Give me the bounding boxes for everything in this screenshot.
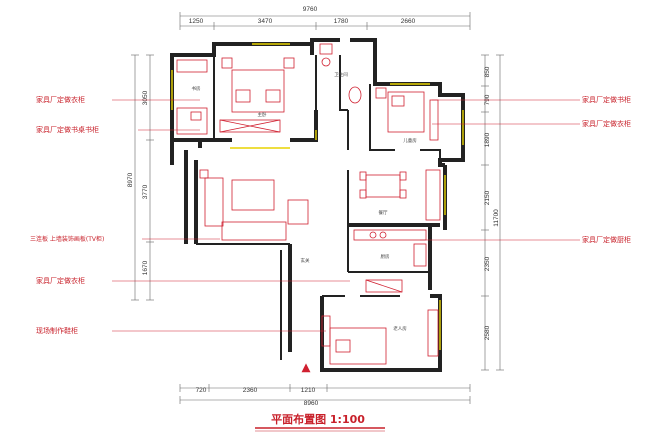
right-seg-6-dim: 2580 — [484, 325, 491, 340]
room-label-kitchen: 厨房 — [381, 253, 390, 260]
child-wardrobe — [429, 99, 439, 141]
furniture — [176, 43, 441, 365]
callout-left-4: 家具厂定做衣柜 — [36, 276, 85, 285]
right-seg-5-dim: 2350 — [484, 256, 491, 271]
top-dimension-chain: 9760 1250 3470 1780 2660 — [179, 6, 471, 30]
master-nightstand-2 — [283, 57, 295, 69]
bath-toilet — [321, 57, 331, 67]
room-label-study: 书房 — [192, 85, 201, 92]
study-wardrobe — [176, 59, 208, 73]
callout-left-5: 现场制作鞋柜 — [36, 326, 78, 335]
dining-chair-3 — [399, 171, 407, 181]
guest-wardrobe — [427, 309, 439, 357]
room-label-bath: 卫生间 — [334, 71, 348, 78]
top-seg-3-dim: 1780 — [334, 18, 349, 25]
child-bed — [387, 91, 425, 133]
study-desk — [176, 107, 208, 135]
study-chair — [190, 111, 202, 121]
side-table — [199, 169, 209, 179]
stove-burner-1 — [369, 231, 377, 239]
sofa-left — [204, 177, 224, 227]
master-pillow-1 — [235, 89, 251, 103]
kitchen-counter — [353, 229, 427, 241]
armchair — [287, 199, 309, 225]
sofa-main — [221, 221, 287, 241]
entrance-arrow-icon — [301, 363, 311, 373]
room-labels: 书房 主卧 卫生间 儿童房 餐厅 厨房 玄关 老人房 — [192, 71, 418, 332]
top-seg-4-dim: 2660 — [401, 18, 416, 25]
room-label-dining: 餐厅 — [379, 209, 388, 216]
dining-table — [365, 174, 401, 198]
walls — [170, 38, 465, 372]
stove-burner-2 — [379, 231, 387, 239]
right-seg-4-dim: 2150 — [484, 190, 491, 205]
right-total-dim: 11700 — [493, 209, 500, 227]
fridge — [413, 243, 427, 267]
callout-left-3: 三连板 上墙装饰画板(TV柜) — [30, 235, 104, 243]
dining-chair-1 — [359, 171, 367, 181]
top-seg-2-dim: 3470 — [258, 18, 273, 25]
room-label-entry: 玄关 — [301, 257, 310, 264]
coffee-table — [231, 179, 275, 211]
room-label-guest: 老人房 — [393, 325, 407, 332]
left-seg-3-dim: 1670 — [142, 260, 149, 275]
callout-right-2: 家具厂定做衣柜 — [582, 119, 631, 128]
sideboard — [425, 169, 441, 221]
callout-right-3: 家具厂定做厨柜 — [582, 235, 631, 244]
left-seg-1-dim: 3050 — [142, 90, 149, 105]
guest-bed — [329, 327, 387, 365]
bath-basin — [319, 43, 333, 55]
guest-pillow — [335, 339, 351, 353]
bottom-dimension-chain: 720 2360 1210 8960 — [179, 384, 471, 407]
windows — [171, 43, 464, 350]
master-wardrobe — [219, 119, 281, 133]
callout-left-2: 家具厂定做书桌书柜 — [36, 125, 99, 134]
room-label-master: 主卧 — [258, 111, 267, 118]
bottom-total-dim: 8960 — [304, 400, 319, 407]
master-nightstand-1 — [221, 57, 233, 69]
drawing-title: 平面布置图 1:100 — [271, 412, 365, 426]
right-dimension-chain: 11700 850 790 1890 2150 2350 2580 — [481, 54, 504, 371]
callout-labels: 家具厂定做衣柜 家具厂定做书桌书柜 三连板 上墙装饰画板(TV柜) 家具厂定做衣… — [30, 95, 631, 335]
child-nightstand — [375, 87, 387, 99]
dining-chair-4 — [399, 189, 407, 199]
callout-left-1: 家具厂定做衣柜 — [36, 95, 85, 104]
top-seg-1-dim: 1250 — [189, 18, 204, 25]
callout-leaders — [112, 99, 580, 332]
left-dimension-chain: 8970 3050 3770 1670 — [127, 54, 154, 301]
master-pillow-2 — [265, 89, 281, 103]
child-pillow — [391, 95, 405, 107]
callout-right-1: 家具厂定做书柜 — [582, 95, 631, 104]
master-bed — [231, 69, 285, 113]
dining-chair-2 — [359, 189, 367, 199]
entry-cabinet — [365, 279, 403, 293]
bottom-seg-1-dim: 720 — [196, 387, 207, 394]
bath-sink — [348, 86, 362, 104]
right-seg-3-dim: 1890 — [484, 132, 491, 147]
left-total-dim: 8970 — [127, 172, 134, 187]
bottom-seg-3-dim: 1210 — [301, 387, 316, 394]
top-total-dim: 9760 — [303, 6, 318, 13]
bottom-seg-2-dim: 2360 — [243, 387, 258, 394]
left-seg-2-dim: 3770 — [142, 184, 149, 199]
room-label-child: 儿童房 — [403, 137, 417, 144]
right-seg-1-dim: 850 — [484, 66, 491, 77]
